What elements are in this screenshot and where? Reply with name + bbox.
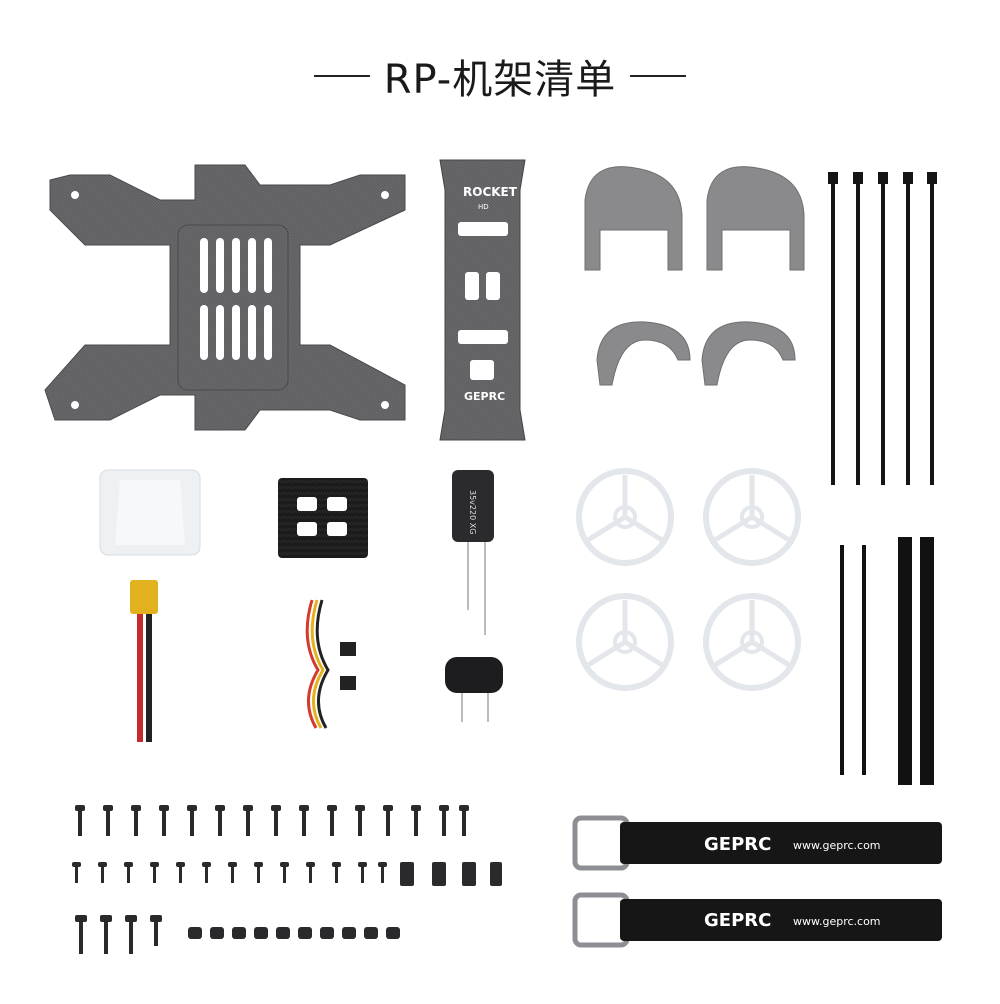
- battery-strap-1: GEPRC www.geprc.com: [572, 815, 942, 871]
- bottom-frame-plate: [44, 164, 406, 431]
- antenna-tubes: [840, 545, 866, 775]
- screws: [72, 805, 502, 954]
- strap-1-logo: GEPRC: [704, 834, 771, 855]
- led-boards: [340, 642, 356, 690]
- buzzer: [445, 657, 503, 722]
- battery-strap-2: GEPRC www.geprc.com: [572, 892, 942, 948]
- top-plate-badge: HD: [478, 203, 489, 211]
- strap-2-logo: GEPRC: [704, 910, 771, 931]
- top-plate-brand: ROCKET: [463, 185, 518, 199]
- camera-mounts: [584, 166, 805, 386]
- prop-guards: [576, 468, 801, 691]
- top-frame-plate: ROCKET HD GEPRC: [439, 159, 526, 441]
- strap-1-url: www.geprc.com: [793, 839, 881, 852]
- rubber-strips: [898, 537, 934, 785]
- top-plate-logo: GEPRC: [464, 390, 505, 403]
- tpu-mount: [99, 469, 201, 556]
- strap-2-url: www.geprc.com: [793, 915, 881, 928]
- zip-ties: [828, 172, 937, 485]
- title-left-rule: [313, 75, 370, 77]
- page-title: RP-机架清单: [383, 57, 617, 103]
- title-right-rule: [630, 75, 687, 77]
- camera-cable: [305, 599, 330, 729]
- page-title-group: RP-机架清单: [0, 48, 1000, 104]
- xt60-pigtail: [130, 580, 158, 742]
- capacitor: 35v220 XG: [452, 470, 494, 635]
- capacitor-marking: 35v220 XG: [468, 490, 477, 534]
- battery-pad: [278, 478, 368, 558]
